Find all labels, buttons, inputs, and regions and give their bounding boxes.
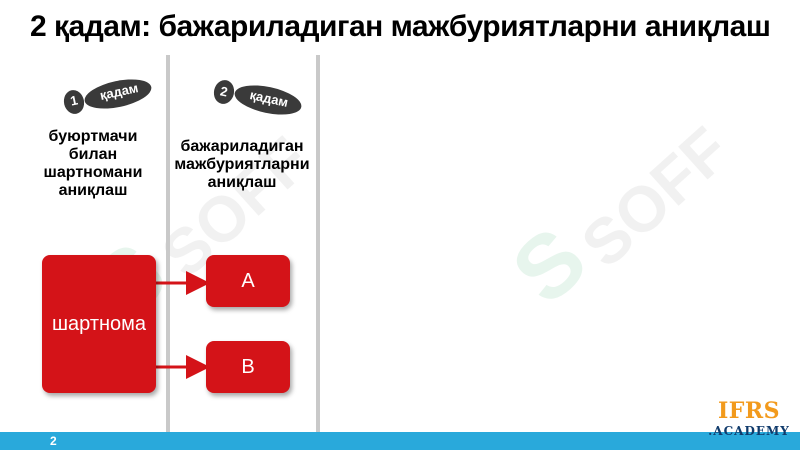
- step-2-text: бажариладиган мажбуриятларни аниқлаш: [174, 138, 310, 191]
- step-2-footprint: 2 қадам: [210, 78, 304, 118]
- logo-ifrs-text: IFRS: [717, 398, 781, 424]
- slide-title: 2 қадам: бажариладиган мажбуриятларни ан…: [30, 10, 771, 43]
- contract-box: шартнома: [42, 255, 156, 393]
- footer-bar: [0, 432, 800, 450]
- divider-line-2: [316, 55, 320, 435]
- obligation-a-box: A: [206, 255, 290, 307]
- obligation-b-box: B: [206, 341, 290, 393]
- footprint-icon: [63, 79, 152, 114]
- step-1-text: буюртмачи билан шартномани аниқлаш: [43, 128, 143, 199]
- divider-line-1: [166, 55, 170, 435]
- ifrs-academy-logo: IFRS .ACADEMY: [702, 398, 796, 446]
- page-number: 2: [50, 434, 57, 448]
- logo-academy-text: .ACADEMY: [708, 424, 790, 438]
- step-1-footprint: 1 қадам: [60, 78, 154, 118]
- footprint-icon: [213, 80, 302, 115]
